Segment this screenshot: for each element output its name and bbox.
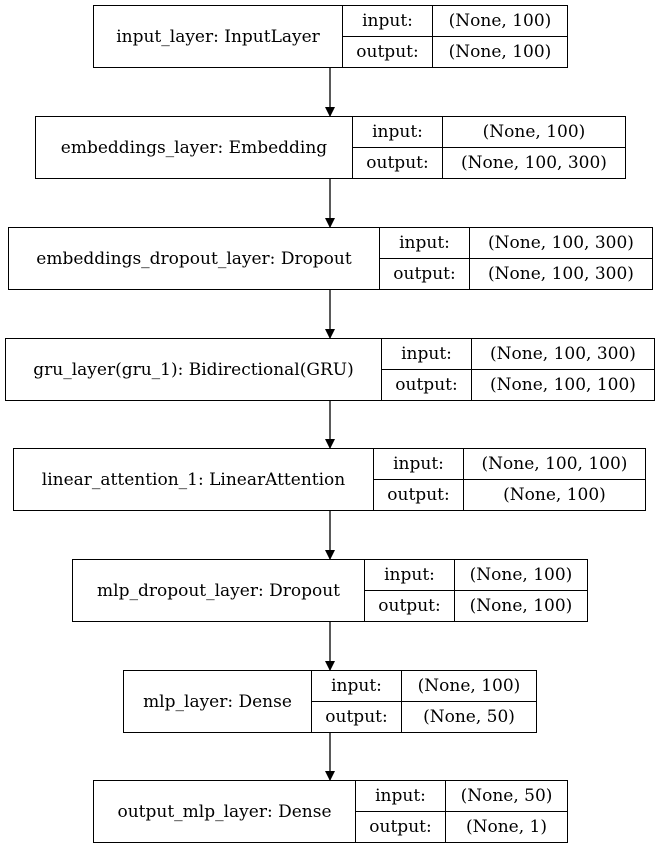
output-row: output: (None, 100, 300): [353, 147, 625, 178]
layer-name: input_layer: InputLayer: [94, 6, 343, 67]
output-label: output:: [356, 812, 446, 842]
output-shape: (None, 100, 300): [461, 153, 607, 173]
output-label: output:: [343, 37, 433, 67]
layer-io-table: input: (None, 100, 300) output: (None, 100,…: [382, 339, 654, 400]
output-label: output:: [380, 259, 470, 289]
output-label: output:: [382, 370, 472, 400]
output-shape: (None, 100): [469, 596, 573, 616]
input-label: input:: [356, 781, 446, 811]
input-row: input: (None, 100, 300): [380, 228, 652, 258]
output-shape: (None, 100, 300): [488, 264, 634, 284]
input-row: input: (None, 100): [312, 671, 536, 701]
input-label: input:: [353, 117, 443, 147]
input-label: input:: [374, 449, 464, 479]
output-shape: (None, 100): [448, 42, 552, 62]
layer-io-table: input: (None, 100, 100) output: (None, 100): [374, 449, 645, 510]
input-shape: (None, 100, 300): [490, 344, 636, 364]
input-shape: (None, 100): [448, 11, 552, 31]
input-shape: (None, 100, 100): [481, 454, 628, 474]
input-shape: (None, 100): [469, 565, 573, 585]
output-row: output: (None, 100, 100): [382, 369, 654, 400]
output-label: output:: [312, 702, 402, 732]
input-shape: (None, 100): [482, 122, 586, 142]
output-label: output:: [374, 480, 464, 510]
layer-io-table: input: (None, 100) output: (None, 50): [312, 671, 536, 732]
layer-node: gru_layer(gru_1): Bidirectional(GRU)inpu…: [5, 338, 655, 401]
input-label: input:: [382, 339, 472, 369]
layer-io-table: input: (None, 100) output: (None, 100, 300): [353, 117, 625, 178]
layer-io-table: input: (None, 100) output: (None, 100): [343, 6, 567, 67]
layer-io-table: input: (None, 100) output: (None, 100): [365, 560, 587, 621]
input-row: input: (None, 100, 100): [374, 449, 645, 479]
input-shape: (None, 50): [460, 786, 553, 806]
output-row: output: (None, 100): [365, 590, 587, 621]
input-row: input: (None, 50): [356, 781, 567, 811]
layer-name: linear_attention_1: LinearAttention: [14, 449, 374, 510]
input-row: input: (None, 100): [365, 560, 587, 590]
output-row: output: (None, 100, 300): [380, 258, 652, 289]
layer-name: mlp_dropout_layer: Dropout: [73, 560, 365, 621]
layer-name: output_mlp_layer: Dense: [94, 781, 356, 842]
output-shape: (None, 100): [503, 485, 606, 505]
input-shape: (None, 100): [417, 676, 521, 696]
output-shape: (None, 1): [465, 817, 547, 837]
output-label: output:: [353, 148, 443, 178]
output-row: output: (None, 1): [356, 811, 567, 842]
layer-name: mlp_layer: Dense: [124, 671, 312, 732]
output-label: output:: [365, 591, 455, 621]
layer-name: gru_layer(gru_1): Bidirectional(GRU): [6, 339, 382, 400]
output-shape: (None, 100, 100): [490, 375, 636, 395]
output-row: output: (None, 100): [374, 479, 645, 510]
layer-name: embeddings_layer: Embedding: [36, 117, 353, 178]
input-label: input:: [312, 671, 402, 701]
output-shape: (None, 50): [423, 707, 515, 727]
layer-name: embeddings_dropout_layer: Dropout: [9, 228, 380, 289]
input-label: input:: [380, 228, 470, 258]
input-row: input: (None, 100): [343, 6, 567, 36]
input-row: input: (None, 100, 300): [382, 339, 654, 369]
output-row: output: (None, 100): [343, 36, 567, 67]
layer-io-table: input: (None, 50) output: (None, 1): [356, 781, 567, 842]
input-shape: (None, 100, 300): [488, 233, 634, 253]
output-row: output: (None, 50): [312, 701, 536, 732]
layer-io-table: input: (None, 100, 300) output: (None, 100,…: [380, 228, 652, 289]
input-row: input: (None, 100): [353, 117, 625, 147]
input-label: input:: [343, 6, 433, 36]
input-label: input:: [365, 560, 455, 590]
